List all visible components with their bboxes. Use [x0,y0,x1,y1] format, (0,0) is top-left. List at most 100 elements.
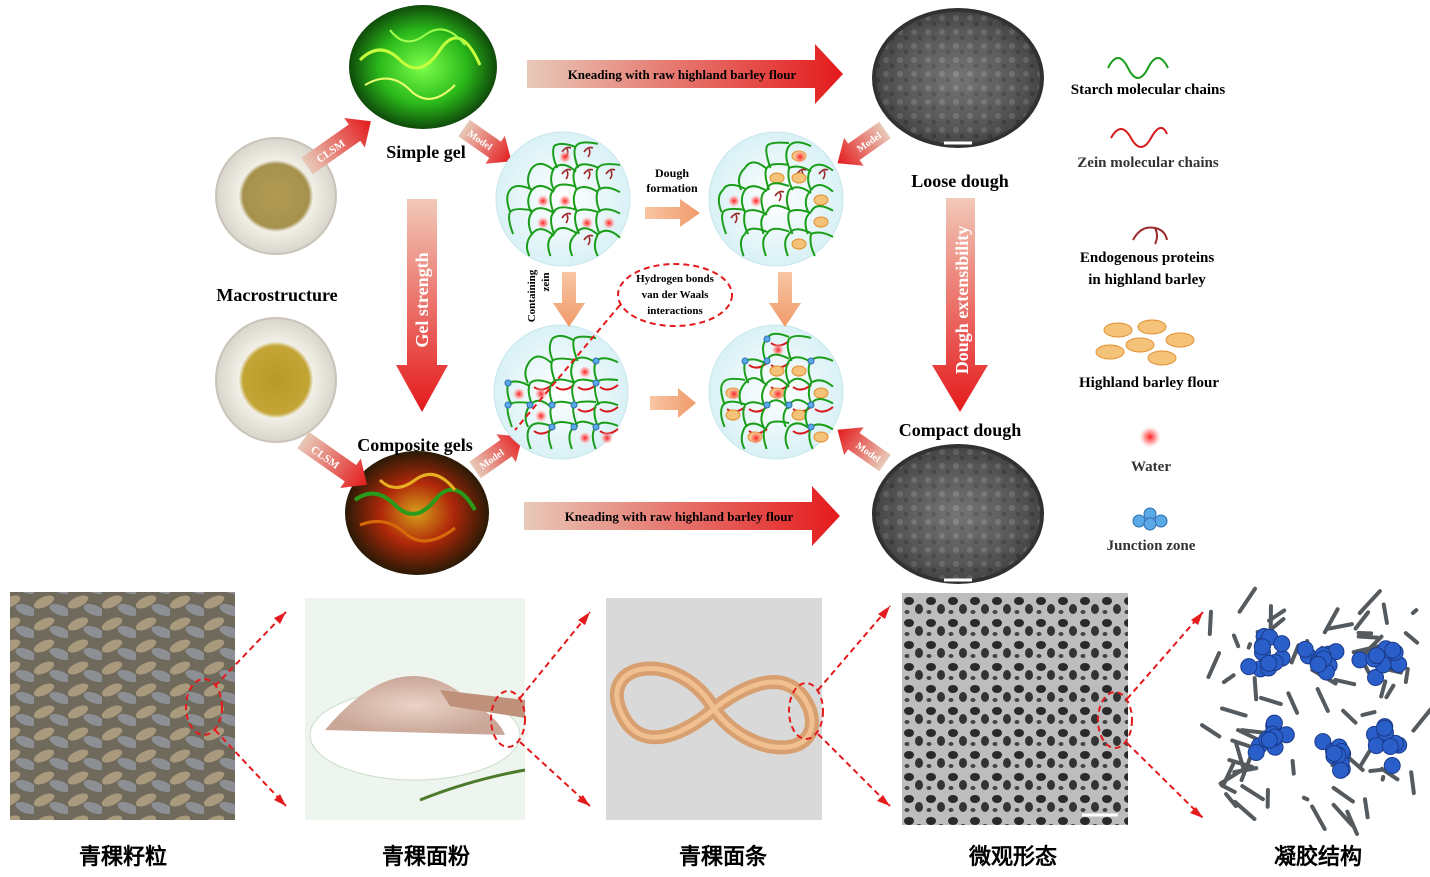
gel-chain [1410,608,1419,616]
junction-zone [548,423,556,431]
gel-junction-cluster [1375,719,1393,737]
water-droplet [536,194,550,208]
junction-zone [592,357,600,365]
gel-chain [1331,785,1355,804]
junction-zone [763,335,771,343]
gel-junction-cluster [1384,641,1402,659]
junction-zone [592,423,600,431]
gel-chain [1381,602,1389,625]
starch-chain [508,208,533,235]
zoom-marker-1 [185,611,287,807]
starch-chain [737,161,768,191]
gel-chain [1219,783,1237,794]
barley-grain-photo [10,592,235,820]
dough-formation-arrow: Dough formation [645,166,700,227]
junction-zone [504,379,512,387]
simple-gel-label: Simple gel [386,142,466,162]
gel-junction-cluster [1260,731,1278,749]
flour-particle [769,172,785,184]
gel-junction-cluster [1325,744,1343,762]
gel-chain [1351,644,1381,655]
endogenous-protein [774,190,785,202]
gel-chain [1353,610,1371,631]
starch-chain [572,186,599,213]
gel-strength-arrow: Gel strength [396,199,448,412]
gel-junction-cluster [1367,669,1385,687]
interaction-bubble: Hydrogen bonds van der Waals interaction… [514,263,733,431]
starch-chain [547,226,577,257]
legend-starch-label: Starch molecular chains [1071,82,1226,98]
compact-dough-label: Compact dough [899,420,1022,440]
gel-chain [1384,683,1396,700]
starch-chain [527,207,555,235]
junction-zone [592,379,600,387]
gel-chain [1258,695,1283,707]
starch-chain [595,208,621,235]
starch-chain [595,163,621,191]
flour-particle [813,216,829,228]
junction-zone [807,423,815,431]
model-arrow-compact: Model [837,427,891,472]
endogenous-protein [561,168,572,180]
legend-zein-label: Zein molecular chains [1077,155,1219,171]
gel-chain [1220,706,1248,718]
starch-chain [569,227,599,257]
endogenous-protein [818,168,829,180]
water-droplet [534,409,548,423]
flour-particle [725,409,741,421]
junction-zone [785,401,793,409]
gel-junction-cluster [1383,757,1401,775]
containing-label-1: Containing [526,269,538,322]
gel-chain [1379,679,1388,699]
model-loose-dough [708,131,844,267]
junction-zone [504,401,512,409]
loose-to-compact-arrow [769,272,801,327]
starch-chain [550,206,577,235]
water-droplet [578,365,592,379]
caption-grain: 青稞籽粒 [79,844,167,870]
gel-chain [1357,589,1382,615]
legend-water-swatch [1138,425,1162,449]
gel-chain [1200,723,1222,739]
gel-chain [1234,741,1245,769]
gel-chain [1360,710,1377,718]
gel-chain [1333,677,1357,687]
model-arrow-loose: Model [837,121,891,166]
flour-particle [791,238,807,250]
water-droplet [534,387,548,401]
gel-junction-cluster [1309,656,1327,674]
starch-chain [809,231,834,257]
starch-chain [720,400,746,428]
junction-zone [526,401,534,409]
gel-chain [1356,634,1380,640]
water-droplet [771,343,785,357]
gel-chain [1240,784,1265,802]
starch-chain [784,228,812,257]
gel-junction-cluster [1253,638,1271,656]
gel-junction-cluster [1332,761,1350,779]
composite-gel-clsm-image [345,451,489,575]
endogenous-protein [583,234,594,246]
gel-chain [1403,667,1410,684]
gel-junction-cluster [1247,744,1265,762]
starch-chain [548,334,575,362]
caption-gel-structure: 凝胶结构 [1274,844,1362,870]
containing-label-2: zein [540,273,552,292]
water-droplet [600,431,614,445]
zein-chain [599,406,619,413]
flour-particle [791,365,807,377]
gel-chain [1206,651,1222,679]
gel-chain [1409,770,1416,796]
model-simple-gel [495,131,631,267]
starch-chain [721,207,746,235]
macro-dish-top-image [215,137,337,255]
endogenous-protein [561,212,572,224]
endogenous-protein [583,146,594,158]
gel-chain [1286,691,1300,715]
gel-junction-cluster [1296,640,1314,658]
kneading-label-bottom: Kneading with raw highland barley flour [565,509,794,524]
junction-zone [807,401,815,409]
barley-noodle-photo [606,598,822,820]
gel-chain [1331,802,1354,828]
gel-chain [1411,706,1430,733]
